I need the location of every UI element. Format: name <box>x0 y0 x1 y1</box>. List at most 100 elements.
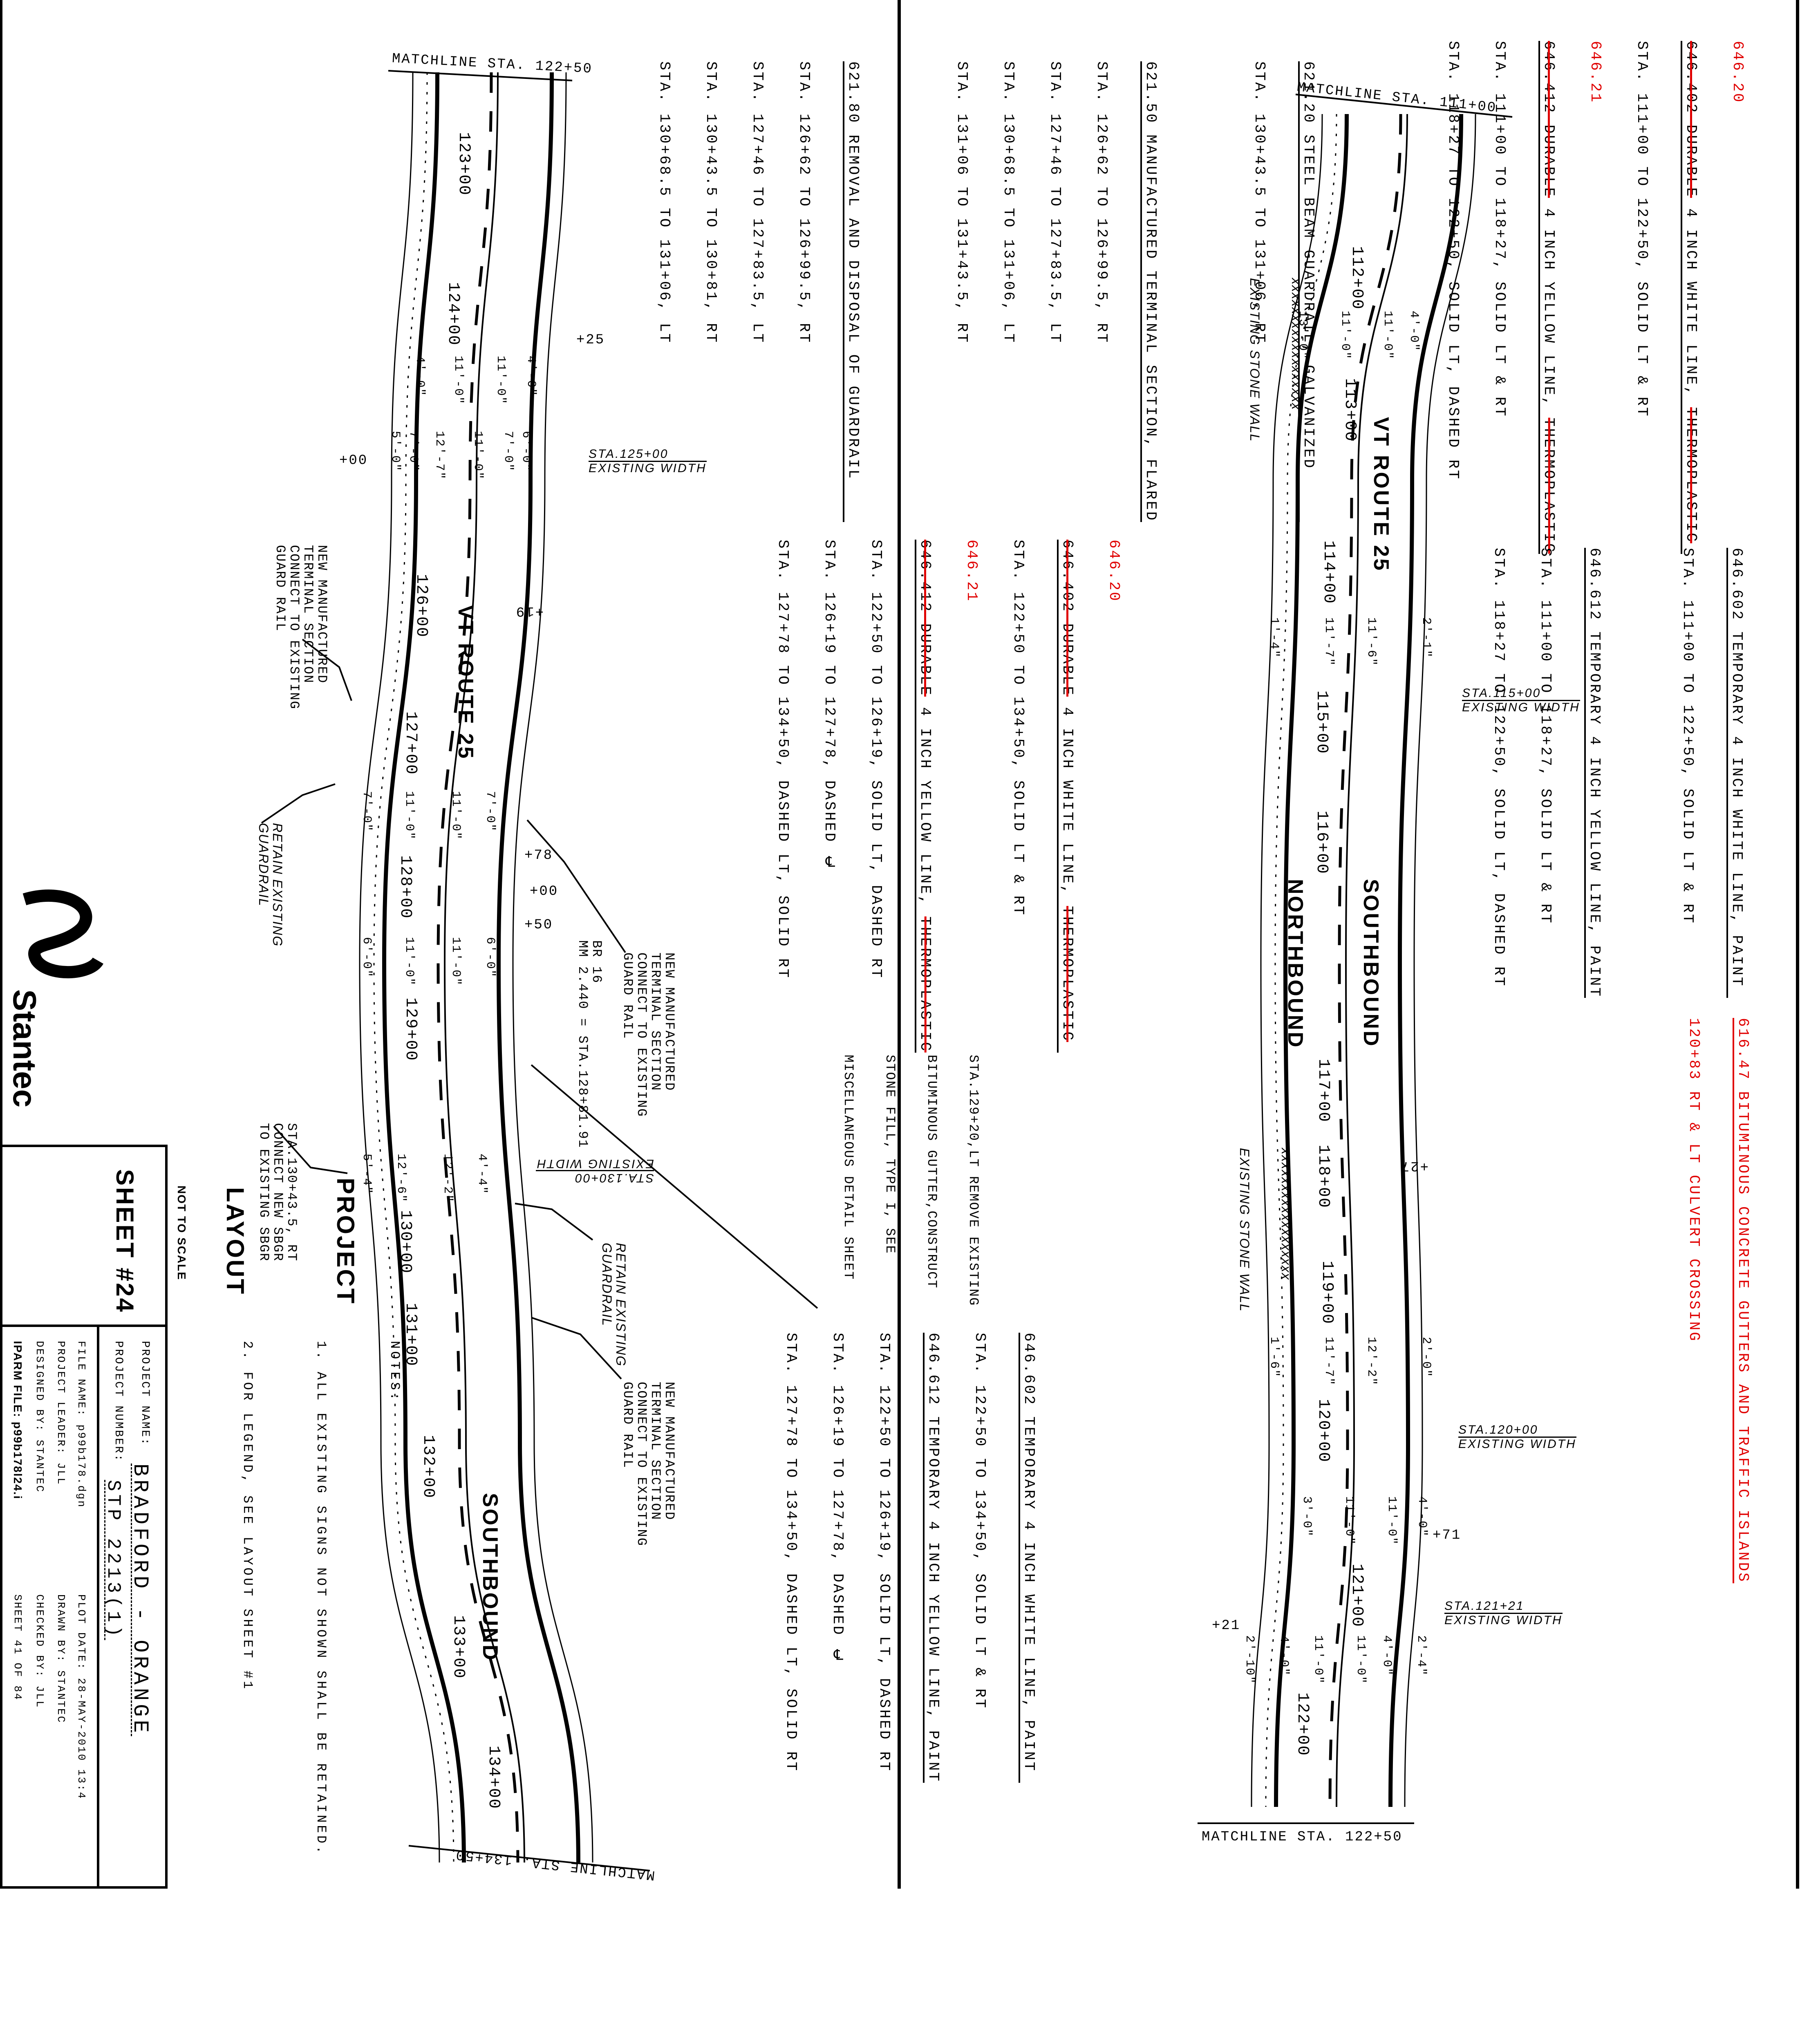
project-leader: PROJECT LEADER: JLL <box>55 1341 67 1486</box>
title-block-divider <box>0 1325 168 1327</box>
dimension-label: 6'-0" <box>519 431 533 472</box>
note-item: 2. FOR LEGEND, SEE LAYOUT SHEET #1 <box>240 1341 255 1691</box>
project-name-value: BRADFORD - ORANGE <box>128 1464 152 1736</box>
dimension-label: 5'-4" <box>360 1154 374 1195</box>
station-range: STA. 127+78 TO 134+50, DASHED LT, SOLID … <box>775 540 791 979</box>
station-label: 112+00 <box>1348 246 1366 310</box>
project-name-label: PROJECT NAME: <box>139 1341 151 1446</box>
station-label: 120+00 <box>1314 1399 1332 1463</box>
dimension-label: 11'-0" <box>451 356 465 405</box>
note-text: 4 INCH WHITE LINE, <box>1683 198 1699 408</box>
station-label: 129+00 <box>401 997 420 1062</box>
station-label: 122+00 <box>1293 1692 1312 1757</box>
dimension-group: 2'-10"4'-0"11'-0"11'-0"4'-0"2'-4" <box>1243 1635 1428 1684</box>
dimension-label: 12'-2" <box>1364 1337 1378 1386</box>
station-range: STA. 122+50 TO 134+50, SOLID LT & RT <box>1010 540 1027 917</box>
station-range: STA. 130+68.5 TO 131+06, LT <box>1000 61 1017 344</box>
dimension-label: 4'-0" <box>1277 1635 1291 1676</box>
edge-line <box>496 72 580 1863</box>
route-label: VT ROUTE 25 <box>454 605 477 760</box>
stone-wall-pattern: xxxxxxxxxxxxxxxxxx <box>1279 1148 1294 1280</box>
dimension-label: 11'-0" <box>1342 1496 1356 1546</box>
dimension-label: 11'-0" <box>449 937 463 986</box>
file-name: FILE NAME: p99b178.dgn <box>75 1341 87 1508</box>
dimension-label: 1'-4" <box>1267 617 1281 659</box>
station-label: 119+00 <box>1318 1261 1336 1325</box>
station-text: STA.121+21 <box>1444 1600 1563 1614</box>
edge-line <box>1274 114 1349 1807</box>
station-range: STA. 126+62 TO 126+99.5, RT <box>796 61 813 344</box>
dimension-label: 4'-0" <box>524 356 538 397</box>
note-text: STONE FILL, TYPE I, SEE <box>882 1055 898 1254</box>
callout-text: BR 16 <box>589 940 604 984</box>
station-range: STA. 126+19 TO 127+78, DASHED ℄ <box>821 540 838 872</box>
station-range: STA. 118+27 TO 122+50, SOLID LT, DASHED … <box>1491 548 1507 988</box>
centerline-marking <box>443 72 525 1863</box>
dimension-label: 11'-0" <box>1354 1635 1368 1685</box>
struck-text: THERMOPLASTIC <box>917 916 934 1053</box>
sheet-title: PROJECT LAYOUT SHEET #24 <box>33 1169 437 1313</box>
offset-label: +00 <box>530 884 559 899</box>
dimension-label: 11'-0" <box>449 791 463 840</box>
station-range: STA. 126+19 TO 127+78, DASHED ℄ <box>829 1333 846 1665</box>
dimension-label: 11'-0" <box>494 356 508 405</box>
struck-text: 646.412 DURABLE <box>1540 41 1557 198</box>
durable-marking-notes-left: 646.20 646.402 DURABLE 4 INCH WHITE LINE… <box>744 540 1153 1053</box>
shoulder-line <box>1251 114 1323 1807</box>
guardrail-line <box>1265 114 1337 1807</box>
note-title: 646.602 TEMPORARY 4 INCH WHITE LINE, PAI… <box>1726 548 1745 998</box>
gutter-removal-note: STA.129+20,LT REMOVE EXISTING BITUMINOUS… <box>813 1055 1008 1306</box>
dimension-group: 1'-6"11'-7"12'-2"2'-0" <box>1267 1337 1433 1386</box>
notes-heading: NOTES: <box>387 1341 402 1403</box>
callout-text: CONNECT TO EXISTING <box>634 1382 649 1546</box>
note-title: 646.612 TEMPORARY 4 INCH YELLOW LINE, PA… <box>1584 548 1603 998</box>
station-label: 130+00 <box>396 1210 414 1274</box>
offset-label: +25 <box>576 332 605 348</box>
dimension-label: 2'-10" <box>1243 1635 1256 1685</box>
station-text: STA.125+00 <box>589 448 707 462</box>
station-range: STA. 127+46 TO 127+83.5, LT <box>1047 61 1063 344</box>
stone-wall-text: EXISTING STONE WALL <box>1247 278 1262 442</box>
station-text: STA.115+00 <box>1462 687 1580 701</box>
leader-line <box>526 819 626 953</box>
note-text: STA.129+20,LT REMOVE EXISTING <box>966 1055 981 1306</box>
note-text: 4 INCH WHITE LINE, <box>1059 697 1076 906</box>
callout-text: CONNECT TO EXISTING <box>634 953 649 1117</box>
stone-wall-text: EXISTING STONE WALL <box>1237 1148 1252 1312</box>
station-label: 117+00 <box>1314 1059 1332 1123</box>
station-range: STA. 111+00 TO 122+50, SOLID LT & RT <box>1679 548 1696 925</box>
station-text: STA.130+00 <box>536 1170 654 1185</box>
callout-text: NEW MANUFACTURED <box>314 545 329 684</box>
stone-wall-label: xxxxxxxxxxxxxxxxxx EXISTING STONE WALL <box>1220 278 1331 442</box>
dimension-label: 12'-7" <box>432 431 446 480</box>
shoulder-line <box>1404 114 1476 1807</box>
checked-by: CHECKED BY: JLL <box>34 1594 46 1709</box>
leader-line <box>302 639 352 701</box>
callout-text: RETAIN EXISTING <box>270 823 285 947</box>
edge-line <box>1388 114 1463 1807</box>
station-range: STA. 111+00 TO 118+27, SOLID LT & RT <box>1491 41 1508 418</box>
existing-width-text: EXISTING WIDTH <box>1444 1614 1563 1627</box>
callout-text: CONNECT TO EXISTING <box>287 545 302 710</box>
existing-width-text: EXISTING WIDTH <box>589 462 707 475</box>
dimension-group: 5'-0"7'-0"12'-7"11'-0"7'-0"6'-0" <box>388 431 533 480</box>
station-range: STA. 111+00 TO 118+27, SOLID LT & RT <box>1537 548 1554 925</box>
callout-text: MM 2.440 = STA.128+81.91 <box>575 940 590 1148</box>
dimension-label: 13'-0" <box>1296 311 1310 360</box>
dimension-label: 2'-4" <box>1414 1635 1428 1676</box>
new-item-code: 646.21 <box>1587 41 1604 104</box>
note-text: BITUMINOUS GUTTER,CONSTRUCT <box>924 1055 939 1289</box>
callout-text: STA.130+43.5, RT <box>284 1123 299 1262</box>
dimension-label: 4'-4" <box>475 1154 489 1195</box>
note-title: 621.80 REMOVAL AND DISPOSAL OF GUARDRAIL <box>843 61 862 522</box>
station-range: STA. 122+50 TO 126+19, SOLID LT, DASHED … <box>876 1333 893 1773</box>
struck-text: 646.402 DURABLE <box>1683 41 1699 198</box>
dimension-group: 13'-0"11'-0"11'-0"4'-0" <box>1296 311 1421 360</box>
dimension-label: 2'-0" <box>1419 1337 1433 1378</box>
station-label: 131+00 <box>401 1303 420 1367</box>
struck-text: THERMOPLASTIC <box>1683 407 1699 543</box>
